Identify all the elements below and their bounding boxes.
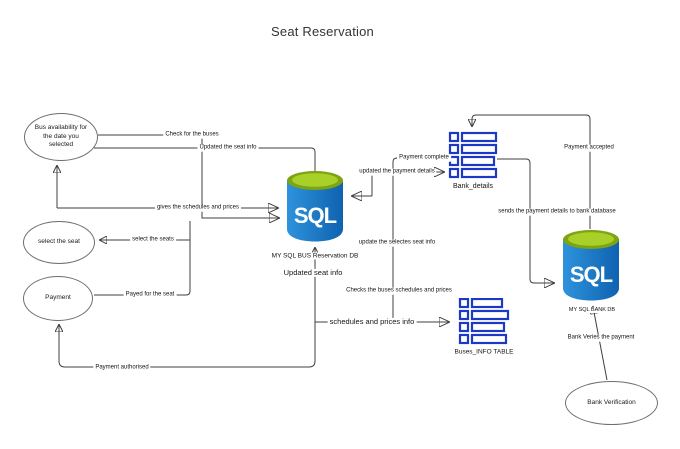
table-row-cell [470, 309, 510, 321]
table-row-cell [460, 167, 498, 179]
node-select-the-seat[interactable]: select the seat [23, 221, 95, 264]
table-row-key [448, 167, 460, 179]
connector-label-payed-seat: Payed for the seat [123, 291, 177, 299]
db-cylinder-top [568, 232, 614, 246]
node-label: Payment [45, 294, 71, 302]
table-row-key [458, 297, 470, 309]
table-row-key [458, 321, 470, 333]
node-label: Bank Verification [587, 398, 636, 406]
table-row-key [448, 143, 460, 155]
sql-database-icon: SQL [287, 171, 343, 242]
table-row-cell [460, 131, 498, 143]
node-label: Bus availability for the date you select… [34, 124, 88, 149]
connector-label-updated-seat-info: Updated the seat info [197, 144, 259, 152]
table-row-key [458, 309, 470, 321]
node-payment[interactable]: Payment [23, 276, 93, 321]
connector-updated-payment-into-table [371, 172, 444, 196]
node-label: select the seat [38, 238, 80, 246]
connector-label-updated-payment-details: updated the payment details [357, 168, 437, 176]
connector-label-select-seats: select the seats [130, 236, 176, 244]
table-row-cell [470, 333, 508, 345]
connector-label-checks-schedules: Checks the buses schedules and prices [344, 287, 454, 295]
connector-label-check-buses: Check for the buses [163, 131, 221, 139]
node-bank-details-table[interactable] [448, 131, 498, 181]
node-bank-db[interactable]: SQL [562, 229, 620, 301]
connector-check-for-buses [98, 134, 279, 218]
connector-label-payment-complete: Payment complete [397, 154, 451, 162]
db-cylinder-body [287, 180, 343, 242]
table-row-key [458, 333, 470, 345]
sql-icon-label: SQL [570, 262, 613, 287]
connector-label-schedules-prices-info: schedules and prices info [327, 316, 417, 327]
table-row-cell [470, 297, 504, 309]
connector-label-update-selected-seat: update the selectes seat info [356, 239, 438, 247]
connector-bank-verifies [593, 307, 608, 381]
table-row-key [448, 131, 460, 143]
table-row-cell [460, 155, 496, 167]
node-bank-verification[interactable]: Bank Verification [565, 381, 658, 425]
db-cylinder-top [292, 173, 338, 187]
bank-db-caption: MY SQL BANK DB [566, 306, 618, 314]
bank-details-caption: Bank_details [450, 183, 496, 191]
sql-database-icon: SQL [563, 230, 619, 301]
node-bus-reservation-db[interactable]: SQL [286, 170, 344, 242]
connector-payment-accepted [472, 114, 591, 229]
sql-icon-label: SQL [294, 203, 337, 228]
table-rows-icon [458, 297, 510, 345]
connector-label-payment-authorised: Payment authorised [93, 364, 151, 372]
connector-label-sends-payment-details: sends the payment details to bank databa… [496, 208, 618, 216]
connector-label-gives-schedules: gives the schedules and prices [154, 204, 242, 212]
bus-db-caption: MY SQL BUS Reservation DB [269, 252, 361, 260]
connector-payed-for-seat [94, 221, 191, 296]
connector-label-payment-accepted: Payment accepted [562, 144, 616, 152]
connector-sends-payment-details [497, 158, 554, 283]
node-bus-availability[interactable]: Bus availability for the date you select… [24, 113, 98, 161]
connector-updated-the-seat-info [94, 147, 316, 173]
node-buses-info-table[interactable] [458, 297, 510, 345]
connector-payment-authorised [59, 322, 316, 368]
table-rows-icon [448, 131, 498, 179]
db-cylinder-body [563, 239, 619, 301]
connector-label-bank-verifies: Bank Veries the payment [565, 334, 637, 342]
table-row-key [448, 155, 460, 167]
buses-info-caption: Buses_INFO TABLE [452, 348, 516, 356]
page-title: Seat Reservation [271, 24, 374, 39]
table-row-cell [460, 143, 498, 155]
connector-payment-complete [392, 157, 448, 321]
updated-seat-info-note: Updated seat info [281, 267, 345, 278]
table-row-cell [470, 321, 506, 333]
